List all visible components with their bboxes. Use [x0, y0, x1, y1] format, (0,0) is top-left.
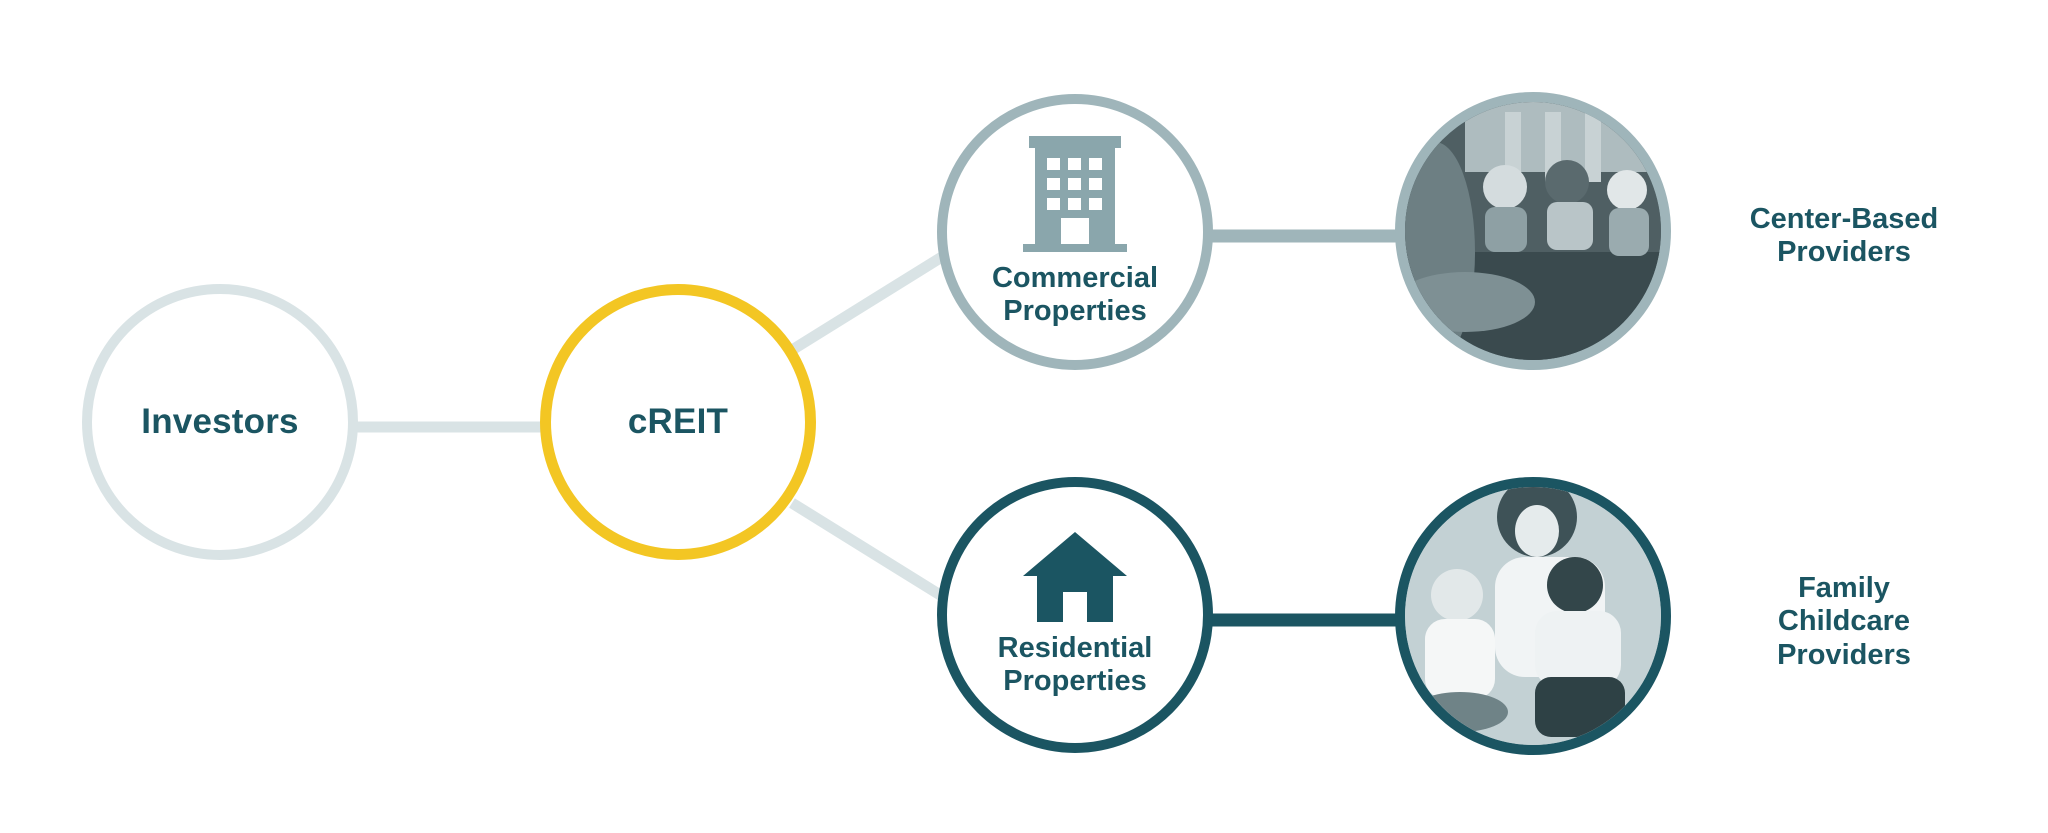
creit-node: cREIT	[540, 284, 816, 560]
investors-label: Investors	[141, 401, 299, 441]
connector-creit-residential	[789, 498, 948, 603]
center-based-providers-label: Center-Based Providers	[1724, 203, 1964, 270]
family-line1: Family	[1798, 572, 1890, 604]
house-icon	[1023, 531, 1127, 622]
creit-label: cREIT	[627, 401, 729, 441]
commercial-label-line2: Properties	[1003, 295, 1147, 327]
residential-label-line1: Residential	[997, 631, 1153, 664]
caregiver-with-toddlers-photo	[1395, 477, 1671, 755]
commercial-properties-label: Commercial Properties	[992, 262, 1158, 329]
residential-properties-node: Residential Properties	[937, 477, 1213, 753]
commercial-properties-node: Commercial Properties	[937, 94, 1213, 370]
residential-label-line2: Properties	[1003, 665, 1147, 697]
commercial-label-line1: Commercial	[991, 261, 1158, 294]
investors-node: Investors	[82, 284, 358, 560]
center-based-line2: Providers	[1777, 236, 1911, 269]
center-based-line1: Center-Based	[1749, 203, 1939, 235]
family-line2: Childcare	[1777, 605, 1911, 638]
office-building-icon	[1023, 135, 1127, 252]
family-line3: Providers	[1777, 638, 1911, 671]
connector-creit-commercial	[789, 250, 948, 355]
children-lying-on-floor-photo	[1395, 92, 1671, 370]
residential-properties-label: Residential Properties	[998, 632, 1153, 699]
family-childcare-providers-label: Family Childcare Providers	[1724, 572, 1964, 672]
